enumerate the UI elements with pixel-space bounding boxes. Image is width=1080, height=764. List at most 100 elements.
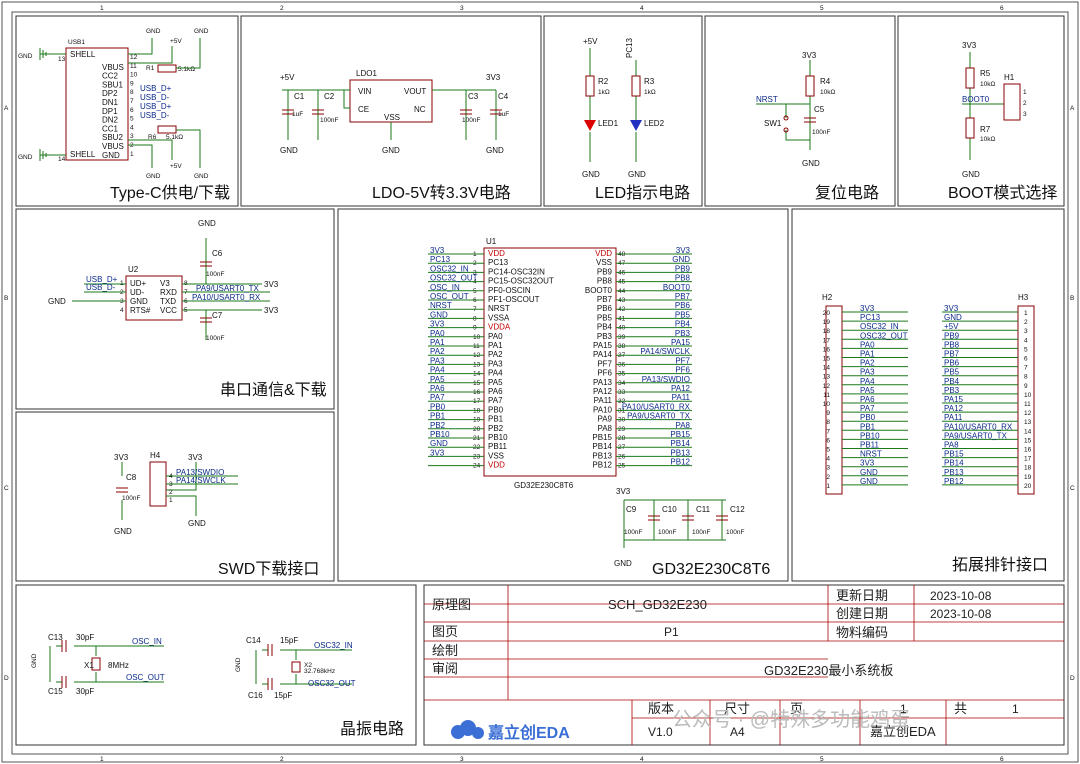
- cloud-icon: [451, 720, 484, 739]
- mcu-net-left: PB10: [430, 430, 450, 439]
- h2-pin-num: 4: [826, 456, 830, 463]
- usb-pin13: 13: [58, 56, 66, 63]
- border-row-left: B: [4, 295, 8, 302]
- uart-net-dp: USB_D+: [86, 275, 118, 284]
- c5-ref: C5: [814, 105, 825, 114]
- h3-pin-num: 18: [1024, 465, 1032, 472]
- reset-circuit: 3V3 R4 10kΩ C5 100nF NRST SW1 GND: [756, 51, 835, 168]
- mcu-net-left: NRST: [430, 301, 452, 310]
- c7-val: 100nF: [206, 335, 224, 342]
- mcu-pin-left: VDD: [488, 461, 505, 470]
- tb-review-label: 审阅: [432, 661, 458, 676]
- c9-ref: C9: [626, 505, 637, 514]
- mcu-net-right: PB7: [675, 292, 691, 301]
- mcu-pin-left: NRST: [488, 304, 510, 313]
- mcu-net-right: PA10/USART0_RX: [622, 402, 691, 411]
- mcu-net-right: PA15: [671, 338, 691, 347]
- usb-ref: USB1: [68, 39, 85, 46]
- usb-pin-num: 4: [130, 124, 134, 131]
- h2-pin-num: 14: [823, 365, 831, 372]
- x1-val: 8MHz: [108, 661, 129, 670]
- mcu-net-right: GND: [672, 255, 690, 264]
- h3-pin-num: 20: [1024, 483, 1032, 490]
- ldo-vss: VSS: [384, 113, 400, 122]
- ldo-circuit: LDO1 VIN VOUT CE NC VSS C1 1uF C2 100nF …: [280, 69, 509, 155]
- h2-pin-num: 12: [823, 383, 831, 390]
- uart-net-tx: PA9/USART0_TX: [196, 284, 260, 293]
- h2-pin-num: 5: [826, 447, 830, 454]
- h3-net: PB3: [944, 386, 960, 395]
- h2-net: PB10: [860, 431, 880, 440]
- led2-ref: LED2: [644, 119, 665, 128]
- tb-page-label: 图页: [432, 624, 458, 639]
- mcu-net-right: PB15: [670, 430, 690, 439]
- mcu-net-right: PB13: [670, 448, 690, 457]
- h2-net: NRST: [860, 450, 882, 459]
- reset-nrst: NRST: [756, 95, 778, 104]
- u2-pin-left: UD+: [130, 279, 147, 288]
- xtal-title: 晶振电路: [340, 720, 404, 738]
- mcu-net-right: PB3: [675, 329, 691, 338]
- c3-val: 100nF: [462, 117, 480, 124]
- u2-pin-right: VCC: [160, 306, 177, 315]
- mcu-pin-right: PA13: [593, 378, 613, 387]
- tb-board: GD32E230最小系统板: [764, 663, 893, 678]
- r5-val: 10kΩ: [980, 81, 995, 88]
- usb-pin-name: DN1: [102, 98, 119, 107]
- border-row-right: B: [1070, 295, 1074, 302]
- h3-ref: H3: [1018, 293, 1029, 302]
- reset-3v3: 3V3: [802, 51, 817, 60]
- mcu-net-left: PA0: [430, 329, 445, 338]
- ldo-5v-label: +5V: [280, 73, 295, 82]
- led-gnd2: GND: [628, 170, 646, 179]
- h3-pin-num: 7: [1024, 365, 1028, 372]
- border-col-top: 6: [1000, 5, 1004, 12]
- h2-net: PA6: [860, 395, 875, 404]
- swd-3v3-cap: 3V3: [114, 453, 129, 462]
- h2-pin-num: 10: [823, 401, 831, 408]
- border-col-top: 3: [460, 5, 464, 12]
- mcu-pin-right: PA10: [593, 405, 613, 414]
- h2-net: GND: [860, 468, 878, 477]
- watermark: 公众号 · @特殊多功能鸡蛋: [672, 708, 910, 731]
- c16-val: 15pF: [274, 691, 292, 700]
- h2-net: PB1: [860, 422, 876, 431]
- c9-val: 100nF: [624, 529, 642, 536]
- h4-pin4: 4: [169, 473, 173, 480]
- mcu-pin-right: BOOT0: [585, 286, 613, 295]
- usb-gnd-top1: GND: [146, 28, 161, 35]
- r7-val: 10kΩ: [980, 136, 995, 143]
- h2-net: PB11: [860, 441, 880, 450]
- r6-ref: R6: [148, 134, 157, 141]
- swd-3v3-hdr: 3V3: [188, 453, 203, 462]
- r2-ref: R2: [598, 77, 609, 86]
- border-row-right: D: [1070, 675, 1075, 682]
- xtal-gnd2: GND: [235, 657, 242, 672]
- h3-net: PB7: [944, 350, 960, 359]
- swd-net-swclk: PA14/SWCLK: [176, 476, 226, 485]
- usb-pin-num: 1: [130, 151, 134, 158]
- ldo-box: [240, 15, 542, 207]
- r3-val: 1kΩ: [644, 89, 656, 96]
- c12-ref: C12: [730, 505, 745, 514]
- h2-pin-num: 2: [826, 474, 830, 481]
- typec-box: [15, 15, 239, 207]
- h2-net: PA2: [860, 359, 875, 368]
- mcu-pin-left: PA0: [488, 332, 503, 341]
- mcu-pin-left: PA3: [488, 359, 503, 368]
- u1-ref: U1: [486, 237, 497, 246]
- mcu-net-left: OSC_OUT: [430, 292, 469, 301]
- mcu-net-right: PF7: [675, 356, 690, 365]
- mcu-pin-left: PB2: [488, 424, 504, 433]
- h3-net: PB4: [944, 377, 960, 386]
- usb-pin-name: VBUS: [102, 142, 124, 151]
- h4-pin1: 1: [169, 497, 173, 504]
- border-col-bottom: 2: [280, 756, 284, 763]
- h3-pin-num: 17: [1024, 456, 1032, 463]
- mcu-net-right: PA14/SWCLK: [640, 347, 690, 356]
- mcu-net-left: PA2: [430, 347, 445, 356]
- mcu-pin-right: PF6: [597, 369, 612, 378]
- mcu-pin-right: PB6: [597, 304, 613, 313]
